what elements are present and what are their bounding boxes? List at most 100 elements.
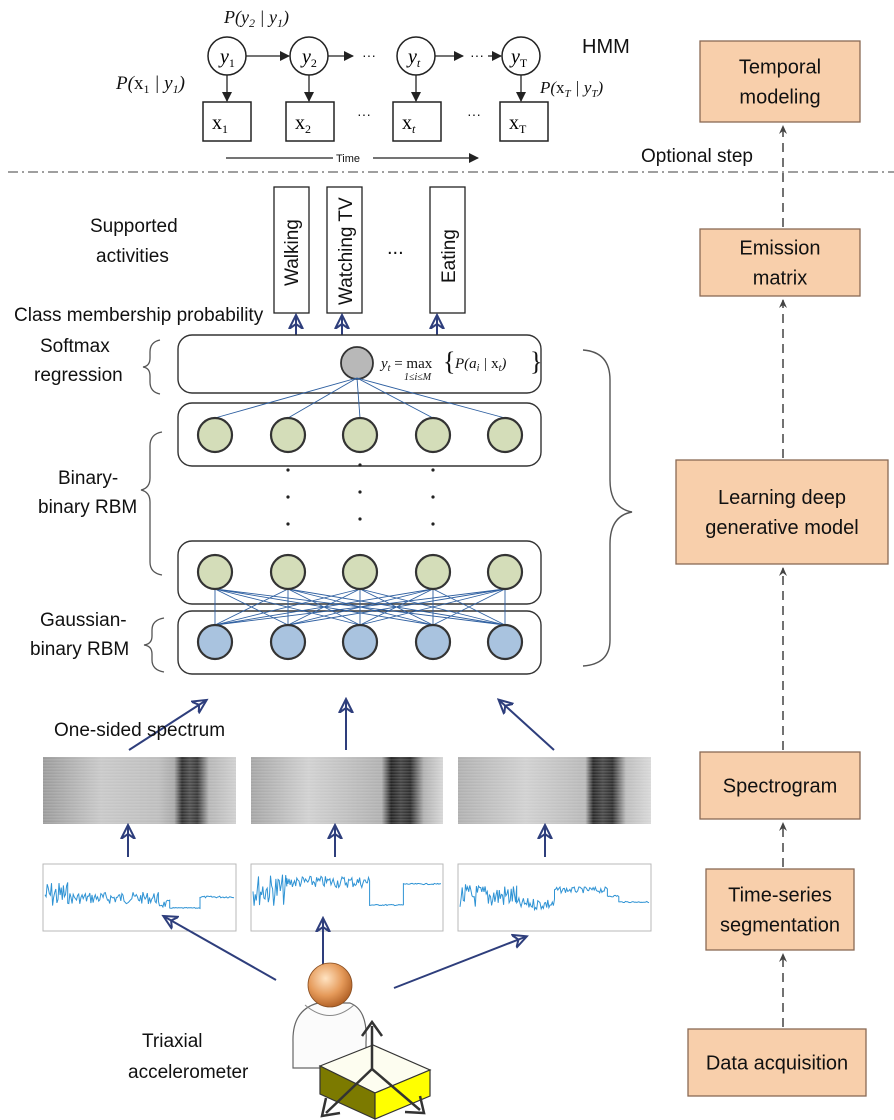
svg-text:{: {	[443, 347, 455, 376]
one-sided-spectrum-label: One-sided spectrum	[54, 720, 225, 741]
neuron-unit	[414, 623, 452, 661]
neuron-unit	[341, 553, 379, 591]
pipeline-step-label: Temporal	[739, 57, 821, 79]
hmm-observation-xT: xT	[499, 101, 549, 142]
activity-eating: Eating	[429, 186, 466, 314]
hmm-title: HMM	[582, 36, 630, 58]
hmm-observation-xt: xt	[392, 101, 442, 142]
neuron-unit	[341, 416, 379, 454]
hmm-model: HMM P(y2 | y1) P(x1 | y1) P(xT | yT) y1 …	[115, 7, 630, 165]
neuron-unit	[486, 553, 524, 591]
pipeline-step-data-acquisition: Data acquisition	[687, 1028, 867, 1097]
neuron-unit	[196, 416, 234, 454]
neuron-unit	[341, 623, 379, 661]
softmax-unit	[340, 346, 374, 380]
hmm-state-yt: yt	[396, 36, 436, 76]
hmm-observation-x2: x2	[285, 101, 335, 142]
neuron-unit	[269, 416, 307, 454]
spectrogram-image	[458, 757, 651, 824]
hmm-emission-label-last: P(xT | yT)	[539, 78, 604, 100]
hmm-ellipsis: ···	[467, 106, 481, 122]
pipeline-step-label: modeling	[739, 87, 820, 109]
hmm-observation-x1: x1	[202, 101, 252, 142]
time-series-signal	[250, 863, 444, 932]
pipeline-step-label: Emission	[739, 238, 820, 260]
class-membership-label: Class membership probability	[14, 305, 264, 326]
binary-rbm-label: binary RBM	[38, 497, 137, 518]
activities-ellipsis: ...	[387, 237, 404, 259]
hmm-emission-label-first: P(x1 | y1)	[115, 73, 185, 96]
accelerometer-icon	[318, 1019, 432, 1120]
person-icon	[292, 962, 367, 1069]
hmm-state-y2: y2	[289, 36, 329, 76]
softmax-label: Softmax	[40, 336, 110, 357]
deep-model-brace	[582, 349, 633, 667]
time-series-signal	[42, 863, 237, 932]
pipeline-step-label: Data acquisition	[706, 1053, 848, 1075]
hmm-transition-label: P(y2 | y1)	[223, 7, 289, 30]
svg-text:P(y2 | y1): P(y2 | y1)	[223, 7, 289, 30]
hmm-state-y1: y1	[207, 36, 247, 76]
gaussian-rbm-label: binary RBM	[30, 639, 129, 660]
binary-rbm-label: Binary-	[58, 468, 118, 489]
visible-units	[196, 623, 524, 661]
neuron-unit	[269, 623, 307, 661]
sensor-to-signal-arrow	[165, 917, 277, 981]
softmax-brace	[142, 339, 161, 395]
time-series-signal	[457, 863, 652, 932]
pipeline-step-temporal-modeling: Temporal modeling	[699, 40, 861, 123]
hidden-units-top	[196, 416, 524, 454]
optional-step-label: Optional step	[641, 146, 753, 167]
pipeline: Data acquisition Time-series segmentation S…	[675, 40, 889, 1097]
activity-watching-tv: Watching TV	[326, 186, 363, 314]
pipeline-step-label: Learning deep	[718, 487, 846, 509]
softmax-label: regression	[34, 365, 123, 386]
spectrogram-image	[251, 757, 443, 824]
neuron-unit	[196, 553, 234, 591]
gaussian-rbm-brace	[143, 617, 165, 673]
spectrum-to-network-arrow	[128, 701, 205, 751]
sensor-to-signal-arrow	[393, 937, 525, 989]
svg-text:Watching TV: Watching TV	[336, 197, 357, 305]
hmm-ellipsis: ···	[357, 106, 371, 122]
activity-walking: Walking	[273, 186, 310, 314]
svg-text:Walking: Walking	[282, 219, 303, 286]
hmm-state-yT: yT	[501, 36, 541, 76]
pipeline-step-time-series-segmentation: Time-series segmentation	[705, 868, 855, 951]
deep-network: Supported activities Walking Watching TV…	[14, 186, 652, 1120]
hmm-ellipsis: ···	[362, 47, 376, 63]
layer-ellipsis-dots	[286, 463, 435, 526]
neuron-unit	[414, 553, 452, 591]
sensor-label: Triaxial	[142, 1031, 203, 1052]
svg-text:P(xT | yT): P(xT | yT)	[539, 78, 604, 100]
pipeline-step-label: Time-series	[728, 885, 832, 907]
neuron-unit	[196, 623, 234, 661]
pipeline-step-label: Spectrogram	[723, 776, 838, 798]
svg-text:P(x1 | y1): P(x1 | y1)	[115, 73, 185, 96]
neuron-unit	[486, 623, 524, 661]
rbm-connections	[214, 588, 506, 626]
hidden-units-bottom	[196, 553, 524, 591]
svg-text:P(ai | xt): P(ai | xt)	[454, 356, 506, 374]
supported-activities-label: Supported	[90, 216, 178, 237]
svg-text:1≤i≤M: 1≤i≤M	[404, 372, 432, 383]
svg-text:yt = max: yt = max	[379, 356, 433, 374]
time-label: Time	[336, 153, 360, 165]
softmax-formula: yt = max { P(ai | xt) } 1≤i≤M	[379, 347, 542, 383]
pipeline-step-label: segmentation	[720, 915, 840, 937]
hmm-ellipsis: ···	[470, 47, 484, 63]
pipeline-step-emission-matrix: Emission matrix	[699, 228, 861, 297]
neuron-unit	[414, 416, 452, 454]
softmax-connections	[214, 377, 506, 419]
pipeline-step-label: matrix	[753, 268, 807, 290]
supported-activities-label: activities	[96, 246, 169, 267]
pipeline-step-spectrogram: Spectrogram	[699, 751, 861, 820]
svg-text:Eating: Eating	[439, 229, 460, 283]
spectrum-to-network-arrow	[500, 701, 555, 751]
neuron-unit	[269, 553, 307, 591]
svg-text:}: }	[530, 347, 542, 376]
sensor-label: accelerometer	[128, 1062, 249, 1083]
spectrogram-image	[43, 757, 236, 824]
